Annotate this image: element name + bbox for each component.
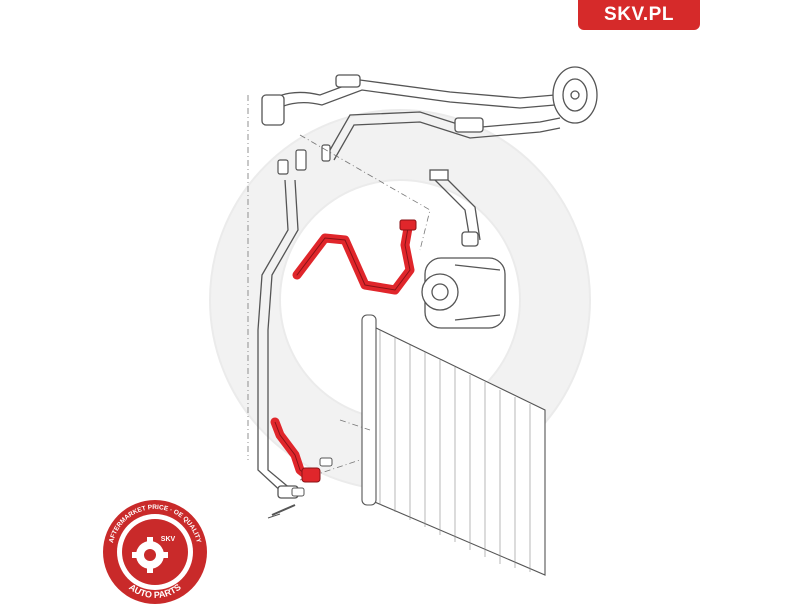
seal-center-text: SKV [161,536,176,543]
assembly-guide-lines [247,95,431,481]
highlighted-hose-upper-outline [296,227,411,291]
compressor-clutch [552,66,598,124]
upper-ac-pipe [261,74,561,161]
watermark-gear-icon [209,109,591,491]
gear-icon [132,537,168,573]
compressor-body [421,257,506,329]
hose-fitting-bottom [301,467,321,483]
condenser [361,314,546,576]
valve-fittings [277,144,331,175]
hose-fitting-top [399,219,417,231]
brand-logo-tab: SKV.PL [578,0,700,30]
quality-seal: AFTERMARKET PRICE · OE QUALITY AUTO PART… [103,500,207,604]
bolts [267,457,333,519]
pipe-to-compressor [429,169,481,247]
